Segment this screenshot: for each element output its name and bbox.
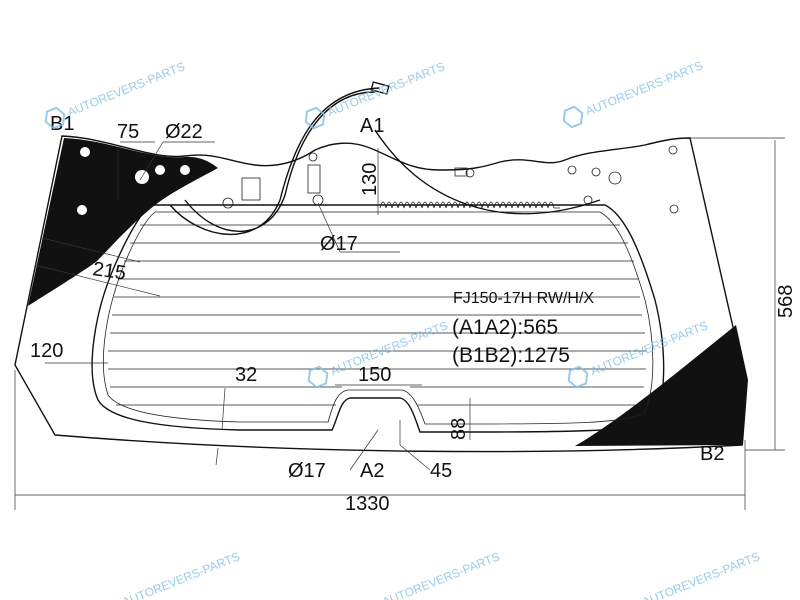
point-a1: A1 — [360, 115, 384, 137]
svg-text:AUTOREVERS-PARTS: AUTOREVERS-PARTS — [325, 59, 446, 119]
watermark: AUTOREVERS-PARTS — [44, 59, 187, 130]
svg-text:AUTOREVERS-PARTS: AUTOREVERS-PARTS — [583, 58, 704, 118]
watermark: AUTOREVERS-PARTS — [380, 549, 501, 600]
dim-hole-22: Ø22 — [165, 121, 203, 143]
watermarks: AUTOREVERS-PARTS AUTOREVERS-PARTS AUTORE… — [44, 58, 762, 600]
diagonal-a1a2: (A1A2):565 — [452, 316, 558, 339]
dim-215: 215 — [91, 258, 127, 284]
watermark: AUTOREVERS-PARTS — [562, 58, 705, 129]
dim-75: 75 — [117, 121, 139, 143]
wire — [169, 87, 601, 236]
dim-hole-17-top: Ø17 — [320, 233, 358, 255]
dim-130: 130 — [359, 163, 381, 196]
watermark: AUTOREVERS-PARTS — [120, 549, 241, 600]
dim-150: 150 — [358, 364, 391, 386]
svg-text:AUTOREVERS-PARTS: AUTOREVERS-PARTS — [65, 59, 186, 119]
dim-width-1330: 1330 — [345, 493, 390, 515]
black-frit-bottom-right — [575, 325, 748, 446]
point-b2: B2 — [700, 443, 724, 465]
diagonal-b1b2: (B1B2):1275 — [452, 344, 570, 367]
connector — [370, 81, 390, 95]
dim-120: 120 — [30, 340, 63, 362]
svg-text:AUTOREVERS-PARTS: AUTOREVERS-PARTS — [640, 549, 761, 600]
inner-frame — [91, 204, 665, 433]
glass-outline — [14, 135, 746, 453]
heater-lines — [108, 224, 646, 406]
dim-height-568: 568 — [775, 285, 797, 318]
svg-text:AUTOREVERS-PARTS: AUTOREVERS-PARTS — [120, 549, 241, 600]
watermark: AUTOREVERS-PARTS — [640, 549, 761, 600]
black-frit-top-left — [28, 138, 218, 306]
svg-text:AUTOREVERS-PARTS: AUTOREVERS-PARTS — [380, 549, 501, 600]
dim-190: 190 — [65, 223, 101, 249]
dim-45: 45 — [430, 460, 452, 482]
dim-hole-17-bottom: Ø17 — [288, 460, 326, 482]
dimension-lines — [14, 137, 785, 510]
dim-88: 88 — [448, 418, 470, 440]
point-a2: A2 — [360, 460, 384, 482]
inner-frame-2 — [103, 211, 654, 425]
part-code: FJ150-17H RW/H/X — [453, 290, 594, 307]
dim-32: 32 — [235, 364, 257, 386]
small-holes — [222, 145, 679, 214]
